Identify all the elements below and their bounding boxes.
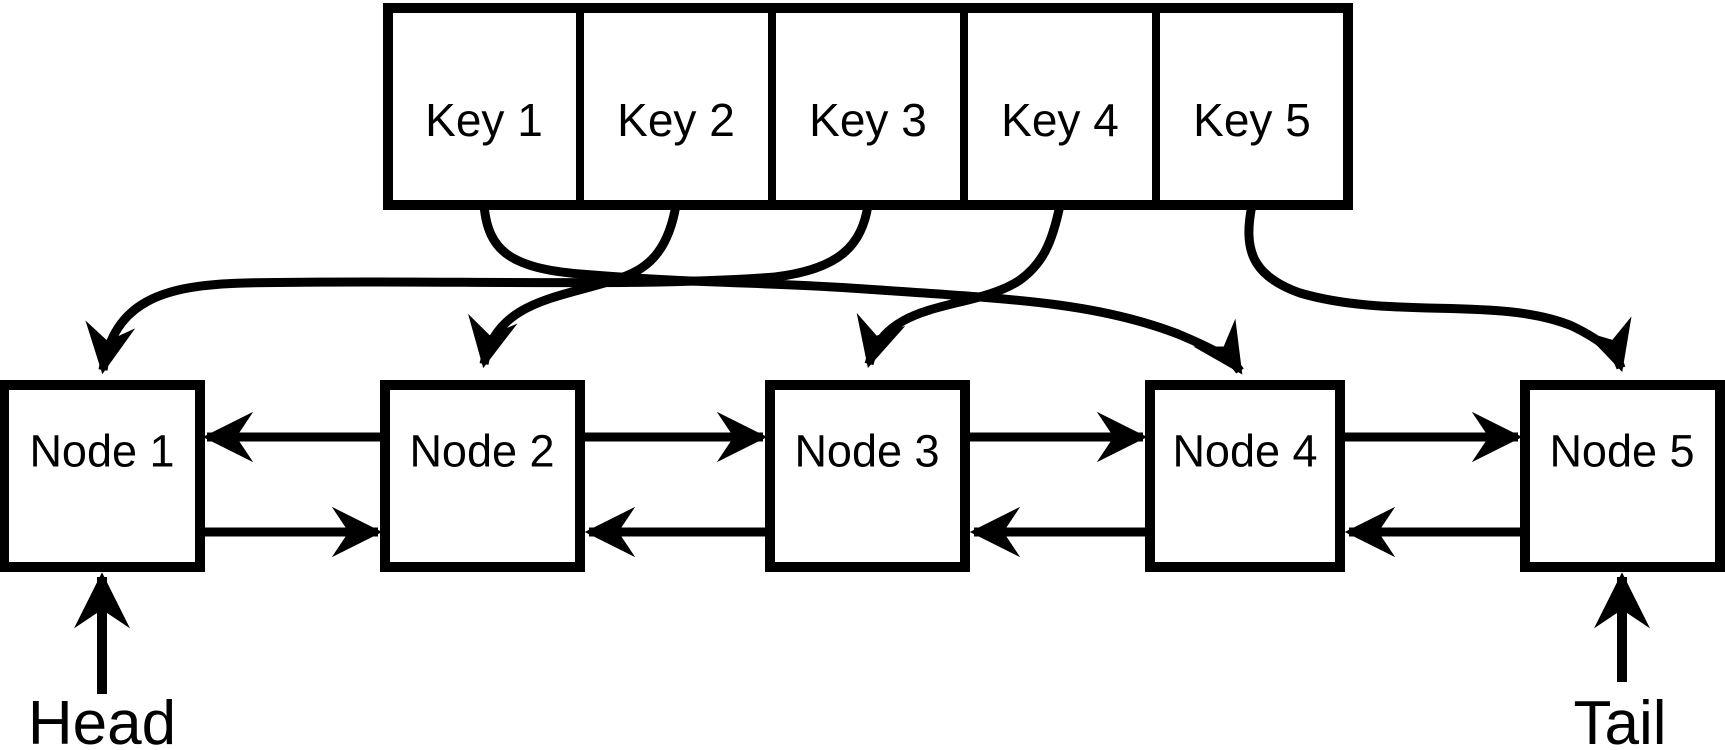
- key4-to-node3-pointer-arrow: [856, 204, 1065, 369]
- key-cell-label-3: Key 3: [809, 94, 927, 146]
- node-label-3: Node 3: [794, 426, 939, 477]
- node-label-2: Node 2: [409, 426, 554, 477]
- tail-label: Tail: [1573, 689, 1666, 750]
- head-label: Head: [28, 689, 176, 750]
- key-cell-label-1: Key 1: [425, 94, 543, 146]
- node-box-2: [380, 380, 585, 572]
- key5-to-node5-pointer-arrow: [1244, 204, 1632, 373]
- node-label-4: Node 4: [1172, 426, 1317, 477]
- node-box-5: [1520, 380, 1725, 572]
- key-cell-label-5: Key 5: [1193, 94, 1311, 146]
- node-box-1: [0, 380, 205, 572]
- key1-to-node4-pointer-arrow: [479, 204, 1244, 375]
- node-label-1: Node 1: [29, 426, 174, 477]
- key-cell-label-2: Key 2: [617, 94, 735, 146]
- hash-table-box: [383, 3, 1353, 210]
- key-cell-label-4: Key 4: [1001, 94, 1119, 146]
- node-box-3: [765, 380, 970, 572]
- key3-to-node1-pointer-arrow: [85, 204, 873, 375]
- node-box-4: [1145, 380, 1345, 572]
- node-label-5: Node 5: [1549, 426, 1694, 477]
